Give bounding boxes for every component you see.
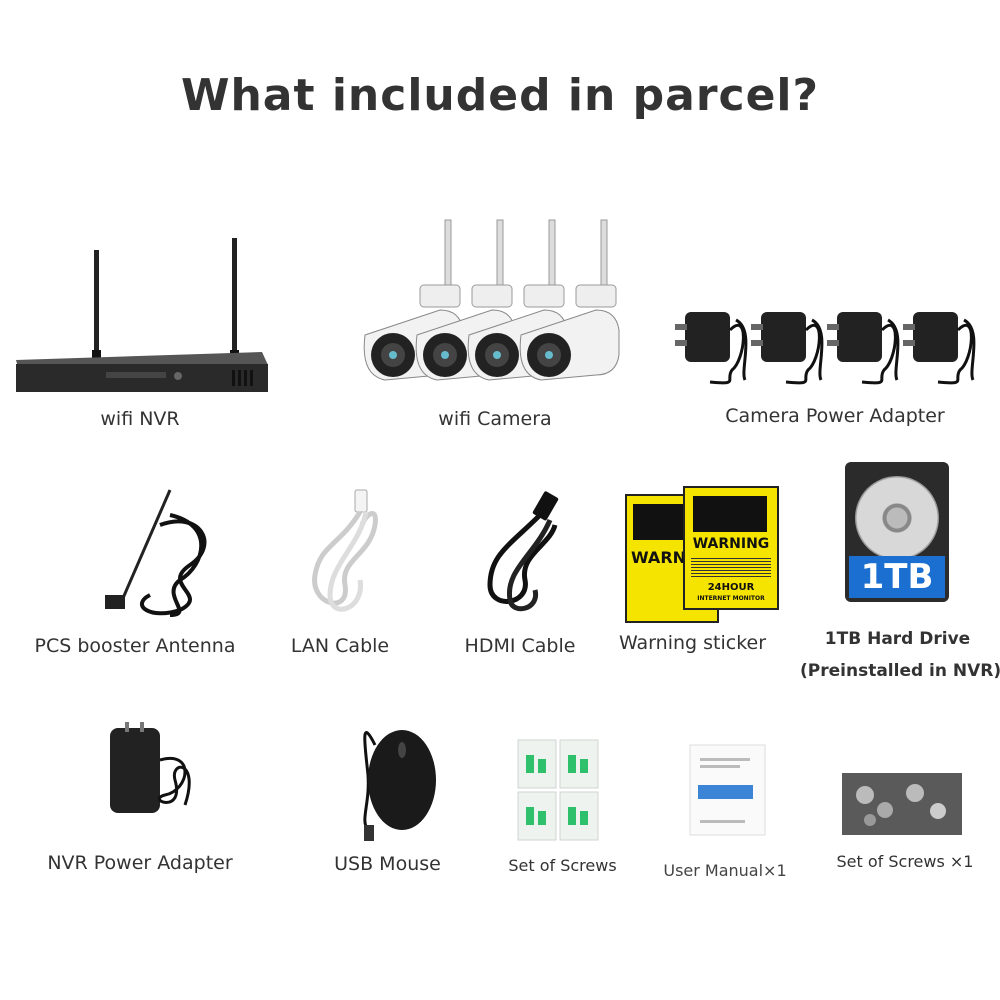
hard-drive-label-sub: (Preinstalled in NVR) <box>800 661 1000 681</box>
lan-cable-icon <box>312 489 378 612</box>
antenna-item: PCS booster Antenna <box>20 485 250 665</box>
screws-photo-icon <box>842 773 962 835</box>
manual-item: User Manual×1 <box>660 740 790 880</box>
nvr-label: wifi NVR <box>100 408 180 430</box>
hard-drive-item: 1TB 1TB Hard Drive (Preinstalled in NVR) <box>800 462 1000 692</box>
screws-photo-label: Set of Screws ×1 <box>836 852 974 871</box>
hdmi-cable-icon <box>487 491 559 612</box>
lan-cable-item: LAN Cable <box>270 485 410 665</box>
nvr-power-adapter-icon <box>110 722 191 813</box>
warning-sticker-item: WARN WARNING 24HOUR INTERNET MONITOR War… <box>605 482 780 662</box>
camera-icon <box>363 219 620 381</box>
antenna-label: PCS booster Antenna <box>34 635 236 657</box>
sticker-heading: WARNING <box>692 536 770 552</box>
camera-item: wifi Camera <box>345 215 625 440</box>
power-adapter-icon <box>675 310 976 385</box>
warning-sticker-label: Warning sticker <box>618 632 767 654</box>
camera-label: wifi Camera <box>438 408 552 430</box>
camera-power-adapter-item: Camera Power Adapter <box>670 300 990 440</box>
sticker-line2: INTERNET MONITOR <box>697 595 765 602</box>
nvr-power-adapter-item: NVR Power Adapter <box>25 720 255 880</box>
screw-packs-icon <box>517 739 599 841</box>
sticker-heading-back: WARN <box>631 548 687 567</box>
manual-icon <box>689 744 766 836</box>
nvr-power-adapter-label: NVR Power Adapter <box>47 852 233 874</box>
screws-photo-item: Set of Screws ×1 <box>830 765 980 880</box>
hdmi-cable-item: HDMI Cable <box>440 485 600 665</box>
mouse-label: USB Mouse <box>334 853 441 875</box>
nvr-icon <box>16 238 268 392</box>
hdmi-cable-label: HDMI Cable <box>464 635 576 657</box>
mouse-icon <box>363 730 436 841</box>
hard-drive-icon: 1TB <box>845 462 949 602</box>
screw-packs-item: Set of Screws <box>500 735 625 880</box>
screw-packs-label: Set of Screws <box>508 856 617 875</box>
warning-sticker-front: WARNING 24HOUR INTERNET MONITOR <box>683 486 779 610</box>
mouse-item: USB Mouse <box>320 715 455 880</box>
manual-label: User Manual×1 <box>663 861 787 880</box>
sticker-line1: 24HOUR <box>707 582 755 593</box>
nvr-item: wifi NVR <box>10 230 270 440</box>
antenna-icon <box>105 489 207 617</box>
hard-drive-badge: 1TB <box>849 556 945 598</box>
lan-cable-label: LAN Cable <box>290 635 390 657</box>
page-title: What included in parcel? <box>180 70 820 121</box>
hard-drive-label: 1TB Hard Drive <box>824 629 971 649</box>
camera-power-adapter-label: Camera Power Adapter <box>725 405 945 427</box>
